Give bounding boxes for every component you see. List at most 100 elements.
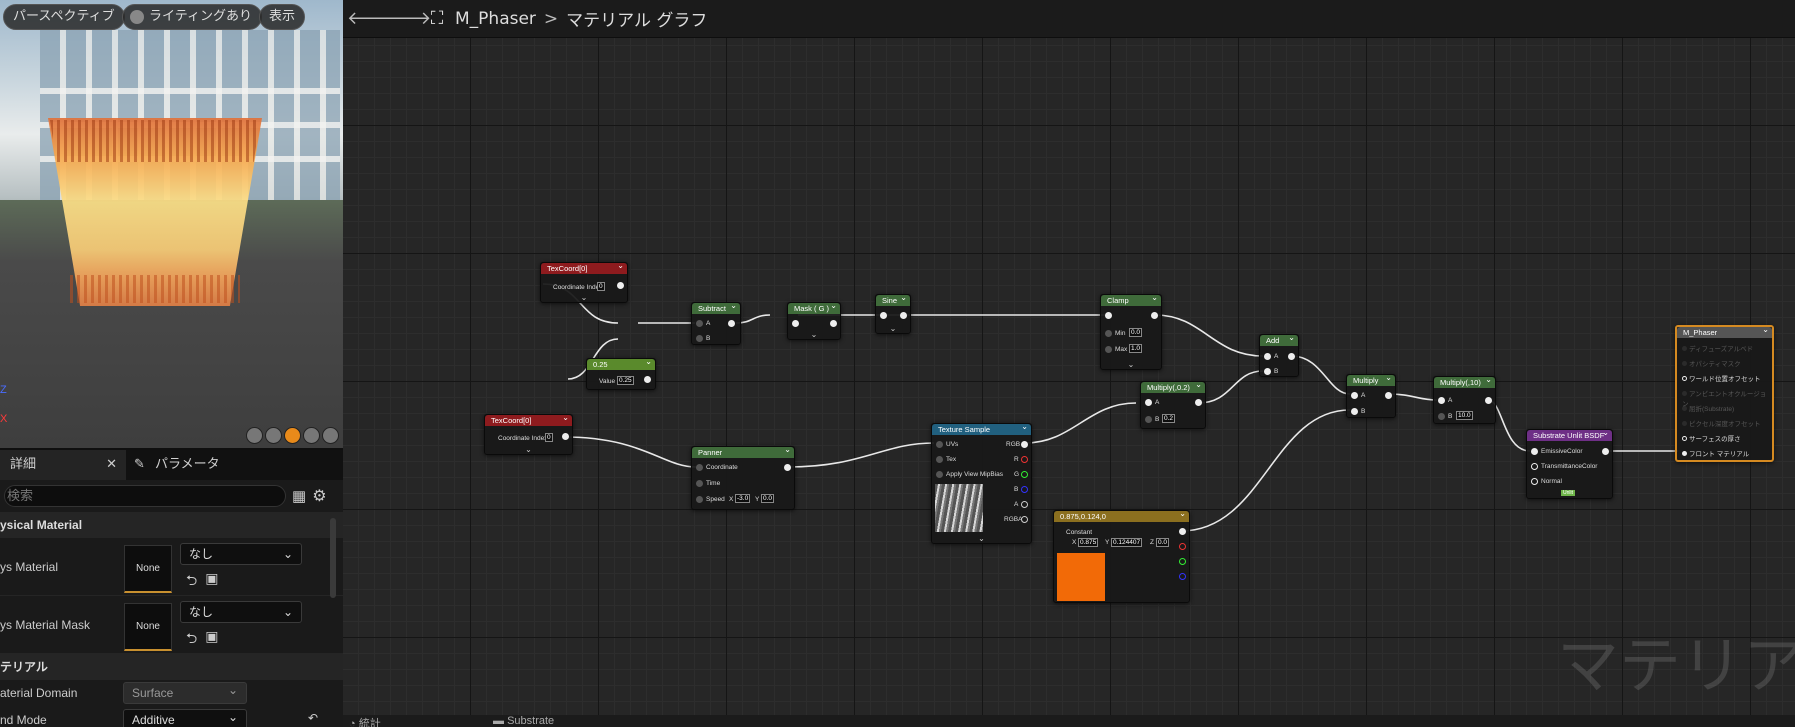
input-pin-a[interactable] [1438,397,1445,404]
node-texcoord-1[interactable]: TexCoord[0] Coordinate Index 0 ⌄ [540,260,628,303]
a-pin[interactable] [1021,501,1028,508]
mipbias-pin[interactable] [936,471,943,478]
output-pin[interactable] [1288,353,1295,360]
output-pin[interactable] [1151,312,1158,319]
input-pin-a[interactable] [1145,399,1152,406]
input-pin-b[interactable] [696,335,703,342]
table-view-icon[interactable]: ▦ [292,488,307,505]
blend-mode-select[interactable]: Additive ⌄ [123,709,247,727]
forward-arrow-icon[interactable]: 🡒 [383,8,432,29]
output-row-front-material[interactable]: フロント マテリアル [1682,448,1749,458]
chevron-down-icon[interactable]: ⌄ [525,445,532,454]
material-graph[interactable]: TexCoord[0] Coordinate Index 0 ⌄ 0.25 Va… [343,0,1795,727]
color-x-field[interactable]: 0.875 [1078,538,1099,547]
b-pin[interactable] [1021,486,1028,493]
output-pin[interactable] [1485,397,1492,404]
use-selected-icon[interactable]: ⮌ [186,630,198,646]
node-clamp[interactable]: Clamp Min 0.0 Max 1.0 ⌄ [1100,292,1162,370]
input-pin-a[interactable] [696,320,703,327]
node-texture-sample[interactable]: Texture Sample UVs Tex Apply View MipBia… [931,421,1032,544]
node-substrate-unlit-bsdf[interactable]: Substrate Unlit BSDF EmissiveColor Trans… [1526,427,1613,499]
normal-pin[interactable] [1531,478,1538,485]
node-material-output[interactable]: M_Phaser ディフューズアルベド オパシティマスク ワールド位置オフセット… [1675,324,1774,462]
emissive-pin[interactable] [1531,448,1538,455]
phys-material-combo[interactable]: なし ⌄ [180,543,302,565]
coordinate-index-field[interactable]: 0 [545,433,553,442]
output-pin[interactable] [728,320,735,327]
details-scrollbar[interactable] [330,518,336,598]
browse-folder-icon[interactable]: ▣ [205,570,219,586]
output-row-opacity-mask[interactable]: オパシティマスク [1682,358,1741,368]
input-pin-b[interactable] [1145,416,1152,423]
preview-viewport[interactable]: パースペクティブ ライティングあり 表示 Z X [0,0,343,448]
section-physical-material[interactable]: ysical Material [0,512,343,538]
back-arrow-icon[interactable]: 🡐 [347,8,396,29]
show-button[interactable]: 表示 [259,4,306,30]
teapot-shape-icon[interactable] [322,427,339,444]
gear-icon[interactable]: ⚙ [312,488,327,505]
rgba-pin[interactable] [1021,516,1028,523]
output-pin[interactable] [562,433,569,440]
output-pin[interactable] [1195,399,1202,406]
plane-shape-icon[interactable] [284,427,301,444]
chevron-down-icon[interactable]: ⌄ [580,293,588,302]
node-constant3-color[interactable]: 0.875,0.124,0 Constant X 0.875 Y 0.12440… [1053,508,1190,603]
tab-parameters[interactable]: ✎ パラメータ [126,450,230,480]
min-field[interactable]: 0.0 [1129,328,1143,337]
input-pin[interactable] [792,320,799,327]
node-multiply[interactable]: Multiply A B [1346,372,1396,418]
node-texcoord-2[interactable]: TexCoord[0] Coordinate Index 0 ⌄ [484,412,573,455]
phys-material-mask-thumbnail[interactable]: None [124,603,172,651]
speed-x-field[interactable]: -3.0 [735,494,751,503]
reset-arrow-icon[interactable]: ↶ [308,711,319,725]
uvs-pin[interactable] [936,441,943,448]
node-multiply-02[interactable]: Multiply(,0.2) A B 0.2 [1140,379,1206,429]
input-pin-b[interactable] [1351,408,1358,415]
output-row-refraction[interactable]: 屈折(Substrate) [1682,403,1734,413]
sphere-shape-icon[interactable] [265,427,282,444]
color-y-field[interactable]: 0.124407 [1111,538,1143,547]
output-pin[interactable] [784,464,791,471]
output-pin[interactable] [830,320,837,327]
chevron-down-icon[interactable]: ⌄ [978,534,985,543]
section-material[interactable]: テリアル [0,654,343,680]
tex-pin[interactable] [936,456,943,463]
node-subtract[interactable]: Subtract A B [691,300,741,345]
output-pin[interactable] [644,376,651,383]
input-pin-b[interactable] [1264,368,1271,375]
time-pin[interactable] [696,480,703,487]
input-b-field[interactable]: 10.0 [1456,411,1473,420]
tab-details[interactable]: 詳細 ✕ [0,450,126,480]
input-pin[interactable] [1105,312,1112,319]
max-field[interactable]: 1.0 [1129,344,1143,353]
cube-shape-icon[interactable] [303,427,320,444]
phys-material-mask-combo[interactable]: なし ⌄ [180,601,302,623]
input-pin-a[interactable] [1264,353,1271,360]
min-pin[interactable] [1105,330,1112,337]
output-row-wpo[interactable]: ワールド位置オフセット [1682,373,1760,383]
b-pin[interactable] [1179,573,1186,580]
node-mask[interactable]: Mask ( G ) ⌄ [787,300,841,340]
lighting-button[interactable]: ライティングあり [122,4,262,30]
output-row-pdo[interactable]: ピクセル深度オフセット [1682,418,1760,428]
speed-y-field[interactable]: 0.0 [761,494,775,503]
r-pin[interactable] [1179,543,1186,550]
input-pin-a[interactable] [1351,392,1358,399]
chevron-down-icon[interactable]: ⌄ [1127,360,1135,369]
value-field[interactable]: 0.25 [617,376,634,385]
max-pin[interactable] [1105,346,1112,353]
output-pin[interactable] [900,312,907,319]
use-selected-icon[interactable]: ⮌ [186,572,198,588]
node-panner[interactable]: Panner Coordinate Time Speed X -3.0 Y 0.… [691,444,795,510]
input-pin-b[interactable] [1438,413,1445,420]
output-row-thickness[interactable]: サーフェスの厚さ [1682,433,1741,443]
material-domain-select[interactable]: Surface ⌄ [123,682,247,704]
node-sine[interactable]: Sine ⌄ [875,292,911,334]
input-pin[interactable] [880,312,887,319]
output-row-diffuse[interactable]: ディフューズアルベド [1682,343,1753,353]
input-b-field[interactable]: 0.2 [1162,414,1176,423]
stats-tab[interactable]: ◔ 統計 [349,715,381,727]
substrate-tab[interactable]: ▬ Substrate [493,715,554,727]
transmittance-pin[interactable] [1531,463,1538,470]
output-row-ao[interactable]: アンビエントオクルージョン [1682,388,1772,408]
